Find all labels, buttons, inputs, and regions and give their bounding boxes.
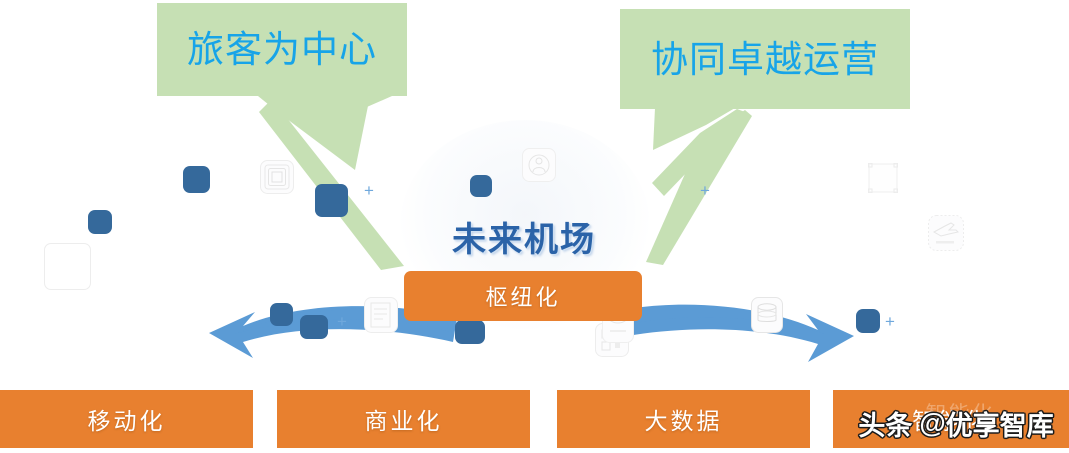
pillar-3-label: 大数据 (644, 408, 723, 434)
pillar-big-data[interactable]: 大数据 (557, 390, 810, 448)
plus-icon-1: + (364, 181, 374, 200)
plus-icon-3: + (885, 312, 895, 331)
decor-square-blue-5 (270, 303, 293, 326)
watermark-at-icon: @ (919, 407, 946, 438)
callout-right-label: 协同卓越运营 (651, 38, 879, 80)
person-circle-icon (522, 148, 556, 182)
decor-square-blue-7 (455, 320, 485, 344)
decor-square-blue-6 (300, 315, 328, 339)
callout-left-label: 旅客为中心 (187, 29, 377, 70)
watermark-brand: 头条 (858, 410, 913, 441)
frame-brackets-icon (868, 163, 898, 193)
center-title: 未来机场 (404, 214, 644, 259)
watermark: 头条 @ 优享智库 (846, 403, 1066, 443)
hub-box-label: 枢纽化 (485, 285, 561, 310)
right-curved-arrow (604, 304, 854, 362)
callout-collaborative-excellence[interactable]: 协同卓越运营 (620, 9, 910, 109)
decor-square-blue-3 (315, 184, 348, 217)
hub-box[interactable]: 枢纽化 (404, 271, 642, 321)
plus-icon-4: + (700, 181, 710, 200)
database-icon (751, 297, 783, 333)
pillar-mobility[interactable]: 移动化 (0, 390, 253, 448)
callout-passenger-centric[interactable]: 旅客为中心 (157, 3, 407, 96)
airplane-icon (928, 215, 964, 251)
pillar-1-label: 移动化 (87, 408, 166, 434)
center-title-label: 未来机场 (452, 220, 596, 259)
pillar-2-label: 商业化 (364, 408, 443, 434)
plus-icon-2: + (337, 312, 347, 331)
watermark-handle: 优享智库 (945, 410, 1054, 441)
decor-square-blue-2 (88, 210, 112, 234)
document-icon (364, 297, 398, 333)
pillar-commercialization[interactable]: 商业化 (277, 390, 530, 448)
decor-square-blue-1 (183, 166, 210, 193)
pillar-4-label: 智能化 (912, 408, 990, 434)
nested-squares-icon (260, 160, 294, 194)
decor-square-blue-4 (470, 175, 492, 197)
decor-square-blue-8 (856, 309, 880, 333)
decor-square-ghost-1 (44, 243, 91, 290)
pillar-obscured[interactable]: 智能化 (833, 390, 1069, 448)
